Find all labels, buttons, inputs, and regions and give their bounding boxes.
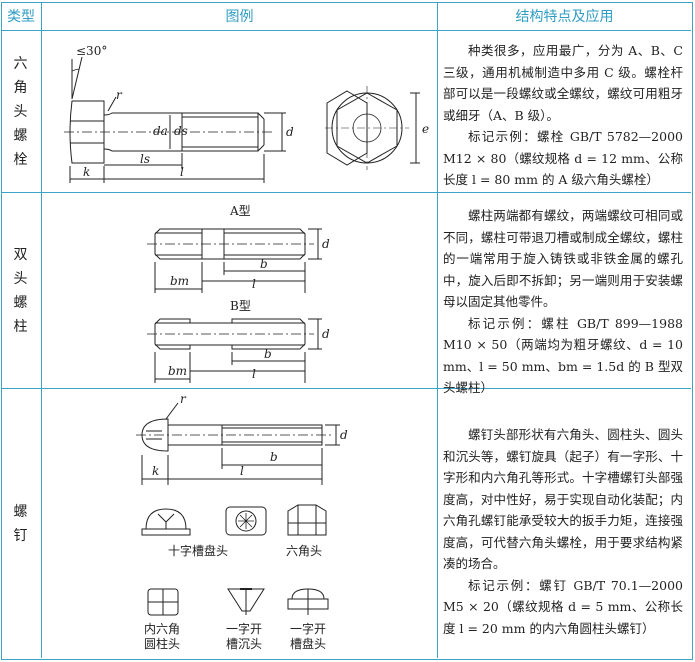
desc-paragraph: 种类很多，应用最广，分为 A、B、C 三级，通用机械制造中多用 C 级。螺栓杆部… — [443, 43, 683, 123]
ls-label: ls — [140, 152, 150, 166]
desc-example: 标记示例：螺栓 GB/T 5782—2000 M12 × 80（螺纹规格 d =… — [443, 129, 683, 187]
desc-example: 标记示例：螺柱 GB/T 899—1988 M10 × 50（两端均为粗牙螺纹、… — [443, 315, 683, 396]
b-label: b — [270, 450, 278, 464]
d-label: d — [286, 125, 294, 139]
l-label: l — [252, 367, 256, 381]
type-char: 钉 — [13, 527, 28, 544]
socket-cap-caption-1: 内六角 — [144, 622, 180, 636]
socket-cap-caption-2: 圆柱头 — [144, 636, 180, 651]
hex-head-caption: 六角头 — [286, 544, 322, 558]
type-char: 柱 — [13, 318, 28, 335]
slot-csk-caption-1: 一字开 — [226, 621, 262, 636]
l-label: l — [240, 464, 244, 478]
d-label: d — [322, 237, 330, 251]
b-label: b — [264, 347, 272, 361]
type-char: 螺 — [13, 503, 28, 520]
col-divider — [41, 2, 42, 658]
k-label: k — [83, 165, 90, 179]
row-divider — [1, 192, 691, 193]
slot-pan-caption-2: 槽盘头 — [290, 636, 326, 651]
radius-label: r — [116, 88, 123, 102]
screw-figure: r d b k l 十字槽盘头 六角头 内六角 圆柱头 一字开 槽沉头 一字开 … — [136, 392, 348, 651]
type-stud: 双 头 螺 柱 — [1, 193, 40, 388]
bm-label: bm — [170, 274, 189, 288]
header-figure: 图例 — [225, 9, 254, 25]
e-label: e — [422, 122, 429, 136]
type-char: 六 — [13, 55, 28, 72]
col-divider — [437, 2, 438, 658]
slot-pan-caption-1: 一字开 — [290, 621, 326, 636]
ds-label: ds — [174, 124, 188, 138]
d-label: d — [340, 428, 348, 442]
type-hex-bolt: 六 角 头 螺 栓 — [1, 31, 40, 192]
hex-bolt-figure: ≤30° r da ds d ls k l e — [64, 44, 429, 183]
desc-paragraph: 螺钉头部形状有六角头、圆柱头、圆头和沉头等，螺钉旋具（起子）有一字形、十字形和内… — [443, 427, 683, 571]
row-divider — [1, 30, 691, 31]
row-divider — [1, 388, 691, 389]
desc-stud: 螺柱两端都有螺纹，两端螺纹可相同或不同，螺柱可带退刀槽或制成全螺纹，螺柱的一端常… — [443, 205, 683, 399]
type-screw: 螺 钉 — [1, 389, 40, 658]
type-b-label: B型 — [230, 299, 251, 313]
stud-figure: A型 d b bm l B型 d b bm l — [147, 204, 330, 383]
angle-label: ≤30° — [76, 44, 107, 58]
radius-label: r — [180, 392, 187, 406]
desc-hex-bolt: 种类很多，应用最广，分为 A、B、C 三级，通用机械制造中多用 C 级。螺栓杆部… — [443, 40, 683, 191]
header-type: 类型 — [7, 9, 35, 25]
k-label: k — [152, 464, 159, 478]
desc-paragraph: 螺柱两端都有螺纹，两端螺纹可相同或不同，螺柱可带退刀槽或制成全螺纹，螺柱的一端常… — [443, 208, 683, 309]
b-label: b — [260, 257, 268, 271]
da-label: da — [153, 124, 168, 138]
type-char: 螺 — [13, 294, 28, 311]
l-label: l — [180, 165, 184, 179]
type-char: 头 — [13, 270, 28, 287]
d-label: d — [322, 327, 330, 341]
type-char: 螺 — [13, 127, 28, 144]
type-char: 栓 — [13, 151, 28, 168]
l-label: l — [252, 277, 256, 291]
type-char: 角 — [13, 79, 28, 96]
desc-screw: 螺钉头部形状有六角头、圆柱头、圆头和沉头等，螺钉旋具（起子）有一字形、十字形和内… — [443, 424, 683, 639]
cross-pan-caption: 十字槽盘头 — [168, 543, 228, 558]
type-a-label: A型 — [229, 204, 251, 218]
type-char: 头 — [13, 103, 28, 120]
header-description: 结构特点及应用 — [515, 9, 614, 25]
type-char: 双 — [13, 246, 28, 263]
slot-csk-caption-2: 槽沉头 — [226, 637, 262, 651]
bm-label: bm — [168, 364, 187, 378]
desc-example: 标记示例：螺钉 GB/T 70.1—2000 M5 × 20（螺纹规格 d = … — [443, 577, 683, 636]
